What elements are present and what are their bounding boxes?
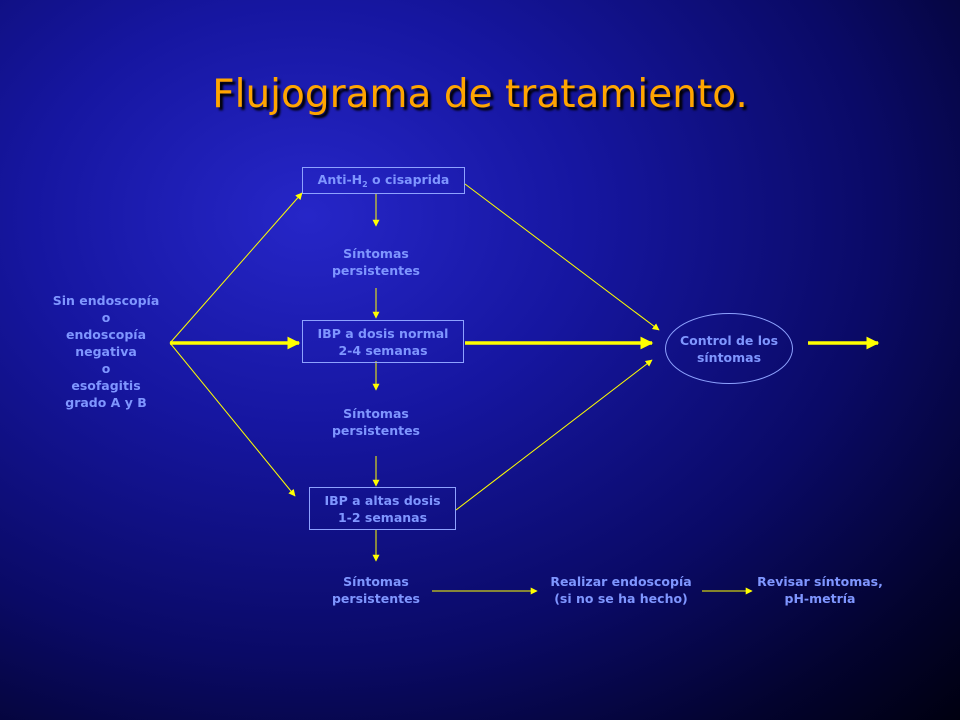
persistent-symptoms-1: Síntomas persistentes (331, 246, 420, 278)
arrow-anti-h2-to-control (464, 183, 660, 331)
ibp-high-box: IBP a altas dosis 1-2 semanas (309, 487, 456, 530)
persistent-symptoms-3: Síntomas persistentes (331, 574, 420, 606)
page-title: Flujograma de tratamiento. (212, 72, 748, 117)
endoscopy-node: Realizar endoscopía (si no se ha hecho) (550, 574, 692, 606)
anti-h2-box: Anti-H2 o cisaprida (302, 167, 465, 194)
persistent-symptoms-2: Síntomas persistentes (331, 406, 420, 438)
arrow-start-to-anti-h2 (169, 192, 303, 344)
arrow-start-to-ibp-high (169, 342, 296, 497)
review-node: Revisar síntomas, pH-metría (757, 574, 883, 606)
ibp-normal-box: IBP a dosis normal 2-4 semanas (302, 320, 464, 363)
start-node: Sin endoscopía o endoscopía negativa o e… (52, 293, 160, 410)
anti-h2-label: Anti-H2 o cisaprida (317, 172, 450, 189)
control-node: Control de los síntomas (665, 313, 793, 384)
arrow-ibp-high-to-control (455, 359, 653, 511)
